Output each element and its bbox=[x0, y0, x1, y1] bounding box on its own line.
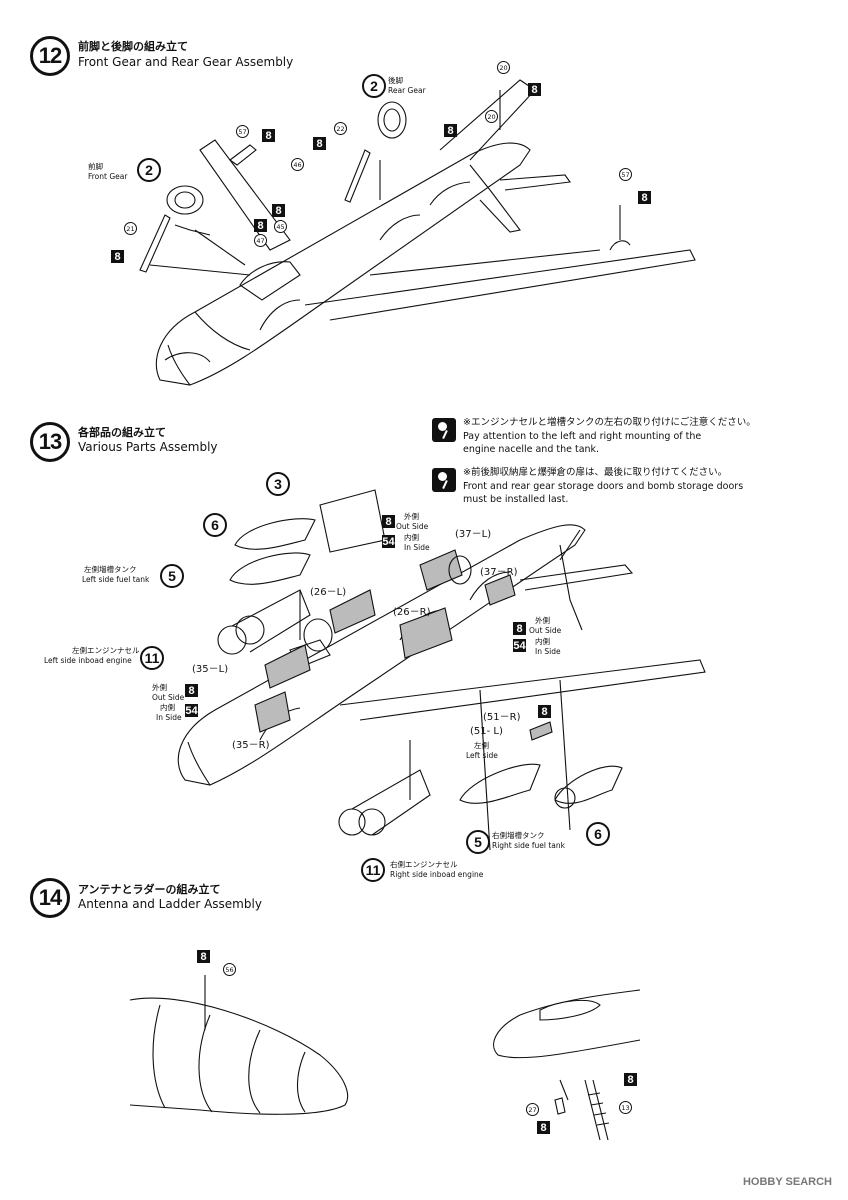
decal-26R: (26－R) bbox=[393, 607, 431, 618]
step13-paint54-top: 54 bbox=[382, 535, 395, 548]
step12-front-gear-en: Front Gear bbox=[88, 172, 128, 181]
step12-paint8-d: 8 bbox=[262, 129, 275, 142]
step12-part47: 47 bbox=[254, 234, 267, 247]
caution-icon-2 bbox=[432, 468, 456, 492]
note1-en-line1: Pay attention to the left and right moun… bbox=[463, 431, 702, 442]
left-tank-jp: 左側増槽タンク bbox=[84, 565, 137, 574]
note2-en-line2: must be installed last. bbox=[463, 494, 569, 505]
step12-part57-b: 57 bbox=[619, 168, 632, 181]
right-engine-en: Right side inboad engine bbox=[390, 870, 484, 879]
step13-paint8-right: 8 bbox=[513, 622, 526, 635]
step12-title-jp: 前脚と後脚の組み立て bbox=[78, 40, 188, 53]
decal-37R: (37－R) bbox=[480, 567, 518, 578]
left-engine-en: Left side inboad engine bbox=[44, 656, 132, 665]
step12-rear-gear-jp: 後脚 bbox=[388, 76, 403, 85]
left-engine-jp: 左側エンジンナセル bbox=[72, 646, 140, 655]
top-inside-en: In Side bbox=[404, 543, 430, 552]
step12-paint8-c: 8 bbox=[313, 137, 326, 150]
left-tank-en: Left side fuel tank bbox=[82, 575, 150, 584]
step14-title-en: Antenna and Ladder Assembly bbox=[78, 897, 262, 911]
right-inside-en: In Side bbox=[535, 647, 561, 656]
step12-part20-b: 20 bbox=[485, 110, 498, 123]
step12-number-badge: 12 bbox=[30, 36, 70, 76]
step14-part56: 56 bbox=[223, 963, 236, 976]
lower-inside-en: In Side bbox=[156, 713, 182, 722]
step12-part20-a: 20 bbox=[497, 61, 510, 74]
step12-aircraft-drawing bbox=[139, 79, 696, 386]
step12-paint8-e: 8 bbox=[272, 204, 285, 217]
step14-part13: 13 bbox=[619, 1101, 632, 1114]
step12-part45: 45 bbox=[274, 220, 287, 233]
decal-51L: (51- L) bbox=[470, 726, 503, 737]
lower-outside-en: Out Side bbox=[152, 693, 185, 702]
top-outside-jp: 外側 bbox=[404, 512, 419, 521]
step13-paint8-top: 8 bbox=[382, 515, 395, 528]
left-side-en: Left side bbox=[466, 751, 498, 760]
note1-jp: ※エンジンナセルと増槽タンクの左右の取り付けにご注意ください。 bbox=[463, 417, 756, 428]
step12-paint8-g: 8 bbox=[111, 250, 124, 263]
right-tank-jp: 右側増槽タンク bbox=[492, 831, 545, 840]
step13-title-jp: 各部品の組み立て bbox=[78, 426, 166, 439]
step13-paint8-lower: 8 bbox=[185, 684, 198, 697]
right-outside-jp: 外側 bbox=[535, 616, 550, 625]
step12-paint8-f: 8 bbox=[254, 219, 267, 232]
lower-outside-jp: 外側 bbox=[152, 683, 167, 692]
step14-part27: 27 bbox=[526, 1103, 539, 1116]
step13-part11-right: 11 bbox=[361, 858, 385, 882]
right-engine-jp: 右側エンジンナセル bbox=[390, 860, 458, 869]
step12-part2-front: 2 bbox=[137, 158, 161, 182]
step13-part5-left: 5 bbox=[160, 564, 184, 588]
step14-paint8-step: 8 bbox=[537, 1121, 550, 1134]
step14-nose-drawing-right bbox=[493, 989, 641, 1141]
top-inside-jp: 内側 bbox=[404, 533, 419, 542]
step12-paint8-h: 8 bbox=[638, 191, 651, 204]
decal-35R: (35－R) bbox=[232, 740, 270, 751]
step13-paint54-right: 54 bbox=[513, 639, 526, 652]
note1-en-line2: engine nacelle and the tank. bbox=[463, 444, 600, 455]
step13-paint8-51R: 8 bbox=[538, 705, 551, 718]
left-side-jp: 左側 bbox=[474, 741, 489, 750]
caution-icon-1 bbox=[432, 418, 456, 442]
decal-37L: (37－L) bbox=[455, 529, 492, 540]
step12-part2-rear: 2 bbox=[362, 74, 386, 98]
step12-rear-gear-en: Rear Gear bbox=[388, 86, 426, 95]
step14-title-jp: アンテナとラダーの組み立て bbox=[78, 883, 221, 896]
step13-part6-left: 6 bbox=[203, 513, 227, 537]
step13-title-en: Various Parts Assembly bbox=[78, 440, 218, 454]
watermark: HOBBY SEARCH bbox=[742, 1176, 832, 1188]
step13-aircraft-drawing bbox=[177, 489, 706, 851]
step12-part21: 21 bbox=[124, 222, 137, 235]
step13-part6-right: 6 bbox=[586, 822, 610, 846]
step12-part57-a: 57 bbox=[236, 125, 249, 138]
right-inside-jp: 内側 bbox=[535, 637, 550, 646]
right-outside-en: Out Side bbox=[529, 626, 562, 635]
top-outside-en: Out Side bbox=[396, 522, 429, 531]
step12-paint8-a: 8 bbox=[528, 83, 541, 96]
decal-35L: (35－L) bbox=[192, 664, 229, 675]
step14-nose-drawing-left bbox=[129, 975, 349, 1115]
right-tank-en: Right side fuel tank bbox=[492, 841, 565, 850]
step14-number-badge: 14 bbox=[30, 878, 70, 918]
step13-part11-left: 11 bbox=[140, 646, 164, 670]
decal-26L: (26－L) bbox=[310, 587, 347, 598]
step12-front-gear-jp: 前脚 bbox=[88, 162, 103, 171]
step12-title-en: Front Gear and Rear Gear Assembly bbox=[78, 55, 294, 69]
step14-paint8-antenna: 8 bbox=[197, 950, 210, 963]
decal-51R: (51－R) bbox=[483, 712, 521, 723]
step12-paint8-b: 8 bbox=[444, 124, 457, 137]
note2-en-line1: Front and rear gear storage doors and bo… bbox=[463, 481, 744, 492]
step12-part46: 46 bbox=[291, 158, 304, 171]
step13-part5-right: 5 bbox=[466, 830, 490, 854]
step13-paint54-lower: 54 bbox=[185, 704, 198, 717]
step13-part3: 3 bbox=[266, 472, 290, 496]
lower-inside-jp: 内側 bbox=[160, 703, 175, 712]
step13-number-badge: 13 bbox=[30, 422, 70, 462]
step14-paint8-ladder: 8 bbox=[624, 1073, 637, 1086]
note2-jp: ※前後脚収納扉と爆弾倉の扉は、最後に取り付けてください。 bbox=[463, 467, 728, 478]
step12-part22: 22 bbox=[334, 122, 347, 135]
